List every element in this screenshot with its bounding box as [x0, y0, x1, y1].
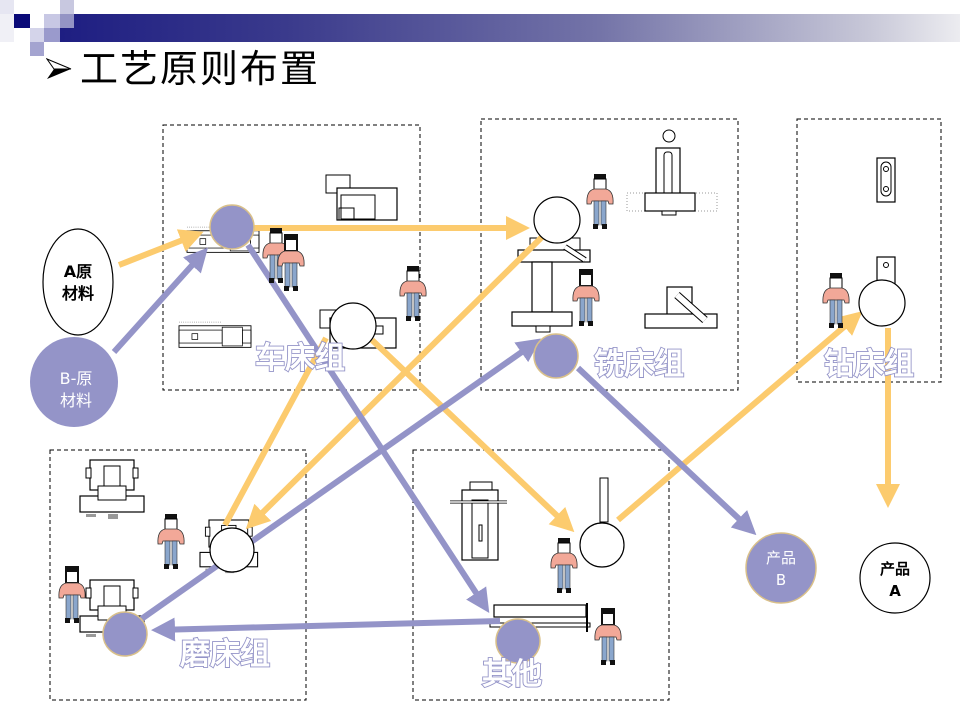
- slide-title: 工艺原则布置: [46, 46, 320, 92]
- product-b-node: [745, 532, 817, 604]
- flow-b-arrow: [111, 247, 209, 355]
- flow-a-arrow: [616, 311, 863, 523]
- press-machine: [450, 481, 507, 561]
- product-a-line1: 产品: [880, 560, 910, 578]
- drill-column: [599, 477, 609, 523]
- group-box-milling: [480, 118, 739, 391]
- node-grinding-b: [102, 611, 148, 657]
- node-milling-b: [533, 333, 579, 379]
- worker-figure: [594, 607, 622, 666]
- node-grinding-a: [209, 527, 255, 573]
- node-other-b: [495, 618, 541, 664]
- group-label-milling: 铣床组: [594, 347, 684, 382]
- flow-a-arrow: [245, 233, 546, 530]
- raw-material-a-line2: 材料: [62, 284, 94, 303]
- worker-figure: [586, 173, 614, 230]
- node-drilling-a: [858, 279, 906, 327]
- drilling-machine: [876, 157, 896, 203]
- milling-machine: [511, 237, 591, 333]
- node-turning-b: [209, 204, 255, 250]
- milling-machine: [626, 129, 718, 216]
- product-a-line2: A: [889, 582, 901, 600]
- group-label-turning: 车床组: [255, 341, 345, 376]
- worker-figure: [572, 268, 600, 327]
- flow-b-arrow: [138, 338, 541, 623]
- flow-b-arrow: [245, 243, 490, 614]
- group-box-drilling: [796, 118, 942, 383]
- group-label-other: 其他: [482, 657, 542, 692]
- flow-a-arrow: [222, 336, 329, 527]
- flow-a-arrows: [117, 216, 900, 533]
- group-box-other: [412, 449, 670, 701]
- grinding-machine: [79, 459, 145, 520]
- deco-square: [44, 14, 60, 28]
- node-milling-a: [533, 196, 581, 244]
- worker-figure: [822, 272, 850, 329]
- deco-square: [30, 28, 44, 42]
- title-text: 工艺原则布置: [80, 47, 321, 91]
- deco-square: [0, 0, 14, 14]
- flow-a-arrow: [369, 337, 575, 533]
- flow-b-arrows: [111, 243, 757, 642]
- arrowhead-bullet-icon: [46, 58, 72, 79]
- deco-square: [44, 28, 60, 42]
- node-other-a: [579, 522, 625, 568]
- deco-square: [14, 14, 30, 28]
- title-bar: [60, 14, 960, 42]
- worker-figure: [58, 565, 86, 624]
- group-box-turning: [162, 124, 421, 391]
- worker-figure: [157, 513, 185, 570]
- node-turning-a: [329, 302, 377, 350]
- flow-b-arrow: [151, 617, 501, 642]
- deco-square: [60, 0, 74, 14]
- raw-material-a-line1: A原: [64, 262, 92, 281]
- raw-material-a-node: [42, 228, 114, 336]
- lathe-machine: [325, 174, 398, 221]
- worker-figure: [399, 265, 427, 322]
- product-b-line2: B: [776, 571, 786, 589]
- lathe-machine: [178, 321, 252, 348]
- group-label-grinding: 磨床组: [180, 637, 270, 672]
- deco-square: [30, 42, 44, 56]
- flow-b-arrow: [575, 365, 757, 536]
- raw-material-b-line1: B-原: [60, 369, 93, 388]
- raw-material-b-line2: 材料: [60, 391, 92, 410]
- flow-a-arrow: [117, 229, 204, 268]
- saw-bench: [489, 603, 591, 632]
- product-a-node: [859, 542, 931, 614]
- group-label-drilling: 钻床组: [824, 347, 914, 382]
- product-b-line1: 产品: [766, 549, 796, 567]
- deco-square: [60, 14, 74, 28]
- milling-machine: [644, 286, 718, 329]
- worker-figure: [550, 537, 578, 594]
- group-box-grinding: [49, 449, 307, 701]
- raw-material-b-node: [30, 337, 118, 427]
- deco-square: [0, 14, 14, 42]
